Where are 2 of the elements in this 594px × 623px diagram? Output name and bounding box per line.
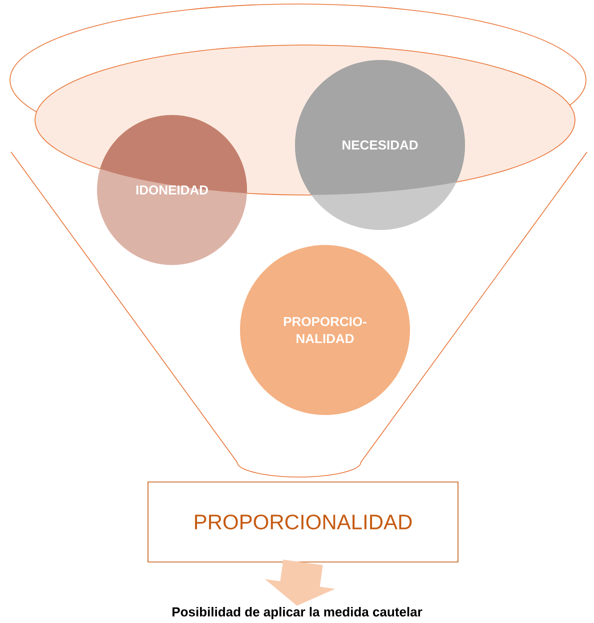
process-box: PROPORCIONALIDAD xyxy=(148,482,458,562)
caption-text: Posibilidad de aplicar la medida cautelar xyxy=(172,606,422,620)
